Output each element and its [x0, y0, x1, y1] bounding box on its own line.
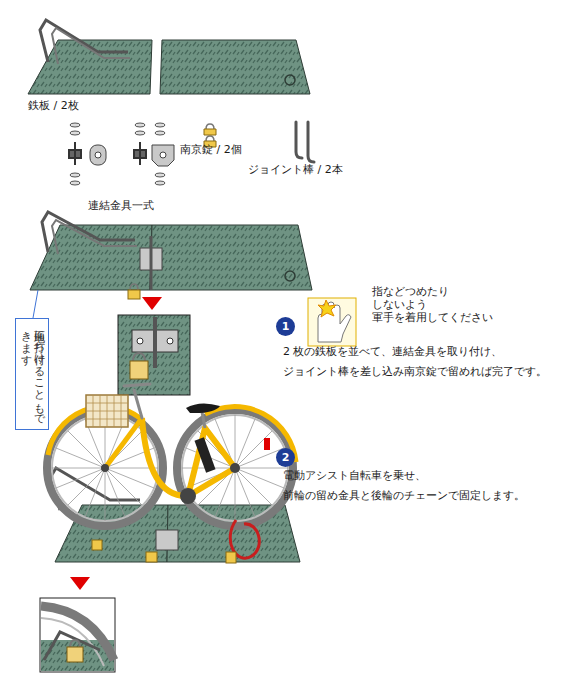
joint-rod — [150, 236, 153, 290]
padlock — [128, 290, 140, 299]
leader-line — [33, 290, 38, 318]
seat-post — [202, 412, 205, 428]
washer — [135, 123, 165, 185]
part-name: 南京錠 / 2個 — [180, 140, 270, 160]
connector-bracket — [156, 530, 178, 550]
bracket-hole — [95, 152, 101, 158]
note-box: 地面に打ち付けることもできます — [15, 318, 49, 430]
zoom-arrow — [142, 297, 162, 310]
glove-icon-frame — [308, 298, 356, 346]
bike-frame — [142, 418, 235, 496]
battery — [194, 437, 215, 472]
bracket-hole — [160, 152, 166, 158]
bolt-head — [167, 338, 173, 344]
padlock — [67, 647, 83, 662]
bolt-head — [137, 338, 143, 344]
rim — [41, 618, 104, 666]
basket — [86, 395, 128, 427]
joint-rod — [153, 317, 157, 368]
wheel-holder — [52, 220, 137, 254]
saddle — [186, 403, 220, 413]
steel-plate — [167, 505, 300, 562]
basket-mesh — [86, 395, 128, 427]
node-text: 地面に打ち付けることもできます — [20, 323, 45, 419]
node-text: 1 — [282, 320, 290, 333]
steel-plate — [160, 40, 310, 94]
plate-hole — [285, 271, 295, 281]
padlock — [92, 540, 102, 550]
bolt — [69, 142, 81, 165]
hub — [101, 464, 109, 472]
part-name: ジョイント棒 / 2本 — [248, 160, 368, 180]
part-name: 鉄板 / 2枚 — [28, 96, 148, 116]
steel-plate — [150, 225, 312, 290]
zoom-frame — [40, 598, 115, 672]
padlock-shackle — [130, 284, 138, 290]
padlock — [130, 361, 148, 379]
plate-hole — [285, 75, 295, 85]
crank — [180, 488, 196, 504]
bolt — [134, 142, 146, 165]
padlock — [146, 552, 157, 562]
tail-light — [264, 438, 270, 450]
wheel-holder — [52, 28, 130, 64]
caution-note: 指などつめたり しないよう 軍手を着用してください — [372, 285, 504, 324]
pinch-star — [318, 300, 336, 317]
step-text: 2 枚の鉄板を並べて、連結金具を取り付け、 ジョイント棒を差し込み南京錠で留めれ… — [283, 342, 578, 382]
step-text: 電動アシスト自転車を乗せ、 前輪の留め金具と後輪のチェーンで固定します。 — [283, 466, 553, 506]
padlock — [226, 552, 236, 563]
bracket-plate — [90, 145, 106, 165]
hub — [230, 463, 240, 473]
callout-number: 1 — [276, 317, 295, 336]
joint-rod — [296, 122, 314, 162]
callout-number: 2 — [276, 448, 295, 467]
bracket-tabs — [152, 145, 174, 166]
node-text: 2 — [282, 451, 290, 464]
zoom-frame — [118, 315, 190, 395]
zoom-arrow — [70, 577, 90, 590]
part-name: 連結金具一式 — [88, 196, 188, 216]
washer — [70, 123, 80, 185]
